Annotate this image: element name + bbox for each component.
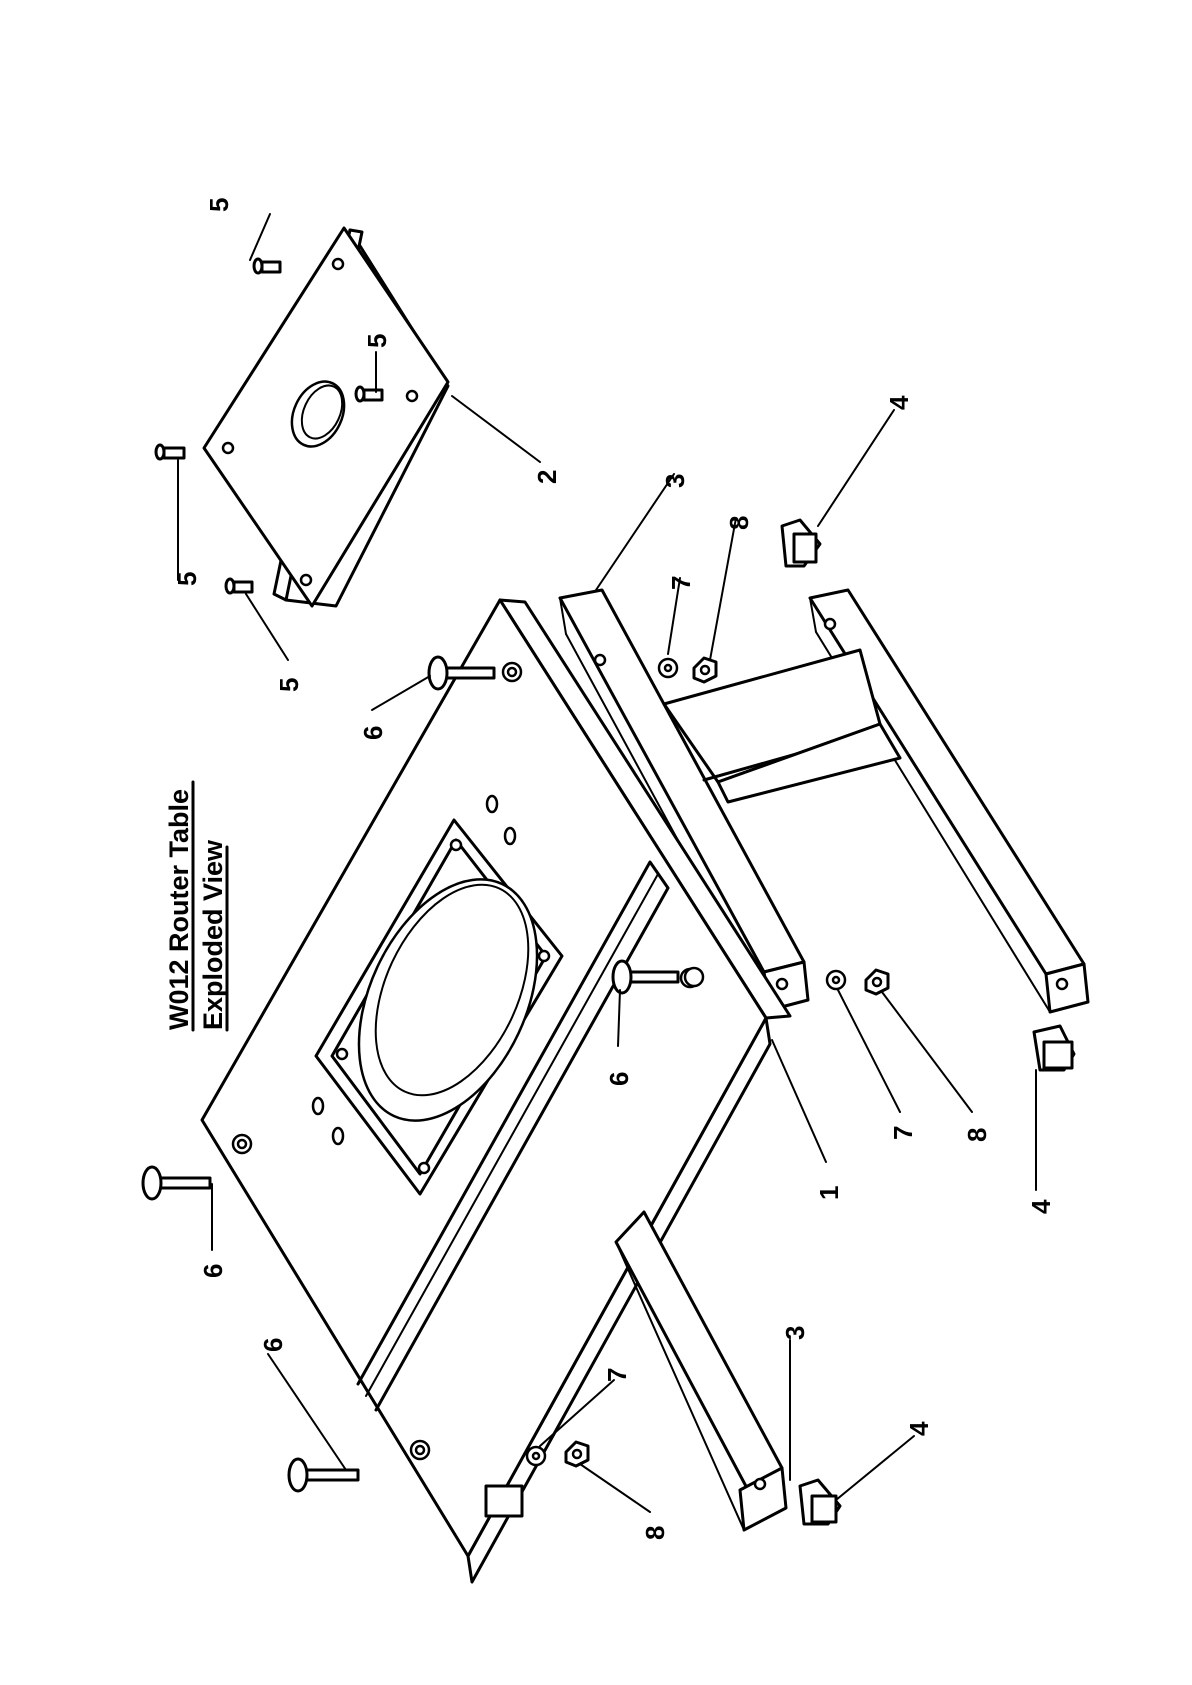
- title-line-1: W012 Router Table: [164, 789, 194, 1030]
- callout-7-lower: 7: [602, 1368, 632, 1382]
- callout-8-top: 8: [724, 516, 754, 530]
- callout-7-center: 7: [888, 1126, 918, 1140]
- part-2-router-plate: [204, 228, 448, 606]
- callout-7-top: 7: [666, 576, 696, 590]
- part-1-end-foot: [486, 1486, 522, 1516]
- part-3-lower-left-rail: [616, 1212, 786, 1530]
- callout-4-right: 4: [1026, 1199, 1056, 1214]
- callout-8-center: 8: [962, 1128, 992, 1142]
- callout-6-lower: 6: [258, 1338, 288, 1352]
- callout-4-lower: 4: [904, 1421, 934, 1436]
- callout-6-upper: 6: [358, 726, 388, 740]
- callout-6-center: 6: [604, 1072, 634, 1086]
- title-line-2: Exploded View: [198, 839, 228, 1030]
- callout-3-lower: 3: [780, 1326, 810, 1340]
- callout-1: 1: [814, 1186, 844, 1200]
- callout-5-center: 5: [362, 334, 392, 348]
- callout-3-top: 3: [660, 474, 690, 488]
- callout-8-lower: 8: [640, 1526, 670, 1540]
- callout-6-left: 6: [198, 1264, 228, 1278]
- callout-4-top: 4: [884, 395, 914, 410]
- callout-5-left: 5: [172, 572, 202, 586]
- callout-2: 2: [532, 470, 562, 484]
- callout-5-lower: 5: [274, 678, 304, 692]
- callout-5-top: 5: [204, 198, 234, 212]
- diagram-title: W012 Router Table Exploded View: [164, 782, 228, 1030]
